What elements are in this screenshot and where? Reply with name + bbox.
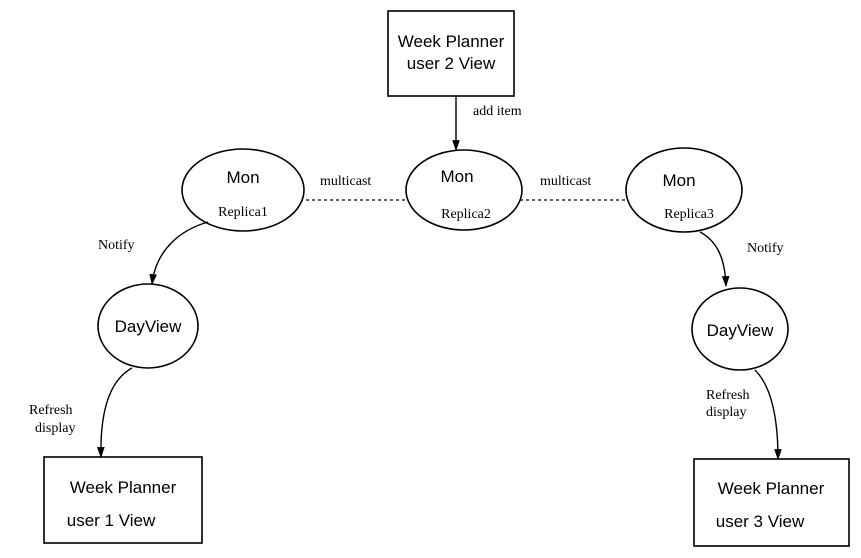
replica3-node: Mon Replica3 <box>625 147 743 233</box>
multicast-label-left: multicast <box>320 174 371 189</box>
replica-label: Replica1 <box>218 205 268 220</box>
replica-label: Replica3 <box>664 207 714 222</box>
replica-title: Mon <box>662 171 695 190</box>
week-planner-user1-box: Week Planner user 1 View <box>43 456 203 544</box>
notify-label-right: Notify <box>747 241 784 256</box>
refresh-arrow-left <box>96 367 133 459</box>
box-subtitle: user 1 View <box>67 511 156 530</box>
replica-title: Mon <box>440 167 473 186</box>
multicast-label-right: multicast <box>540 174 591 189</box>
refresh-label-right-line1: Refresh <box>706 388 750 403</box>
replica1-node: Mon Replica1 <box>181 148 305 232</box>
replica-label: Replica2 <box>441 207 491 222</box>
dayview-label: DayView <box>707 321 774 340</box>
week-planner-user3-box: Week Planner user 3 View <box>693 458 850 547</box>
dayview-right-node: DayView <box>691 287 789 371</box>
refresh-label-left-line2: display <box>35 421 75 436</box>
replica-title: Mon <box>226 168 259 187</box>
add-item-label: add item <box>473 104 522 119</box>
dayview-label: DayView <box>115 317 182 336</box>
box-title: Week Planner <box>398 32 505 51</box>
week-planner-user2-box: Week Planner user 2 View <box>387 10 515 97</box>
notify-arrow-left <box>149 221 209 286</box>
box-subtitle: user 3 View <box>716 512 805 531</box>
refresh-label-left-line1: Refresh <box>29 403 73 418</box>
replica2-node: Mon Replica2 <box>405 149 523 231</box>
notify-arrow-right <box>699 231 730 288</box>
box-title: Week Planner <box>70 478 177 497</box>
refresh-arrow-right <box>754 369 782 461</box>
box-title: Week Planner <box>718 479 825 498</box>
dayview-left-node: DayView <box>97 283 199 369</box>
notify-label-left: Notify <box>98 238 135 253</box>
refresh-label-right-line2: display <box>706 405 746 420</box>
box-subtitle: user 2 View <box>407 54 496 73</box>
